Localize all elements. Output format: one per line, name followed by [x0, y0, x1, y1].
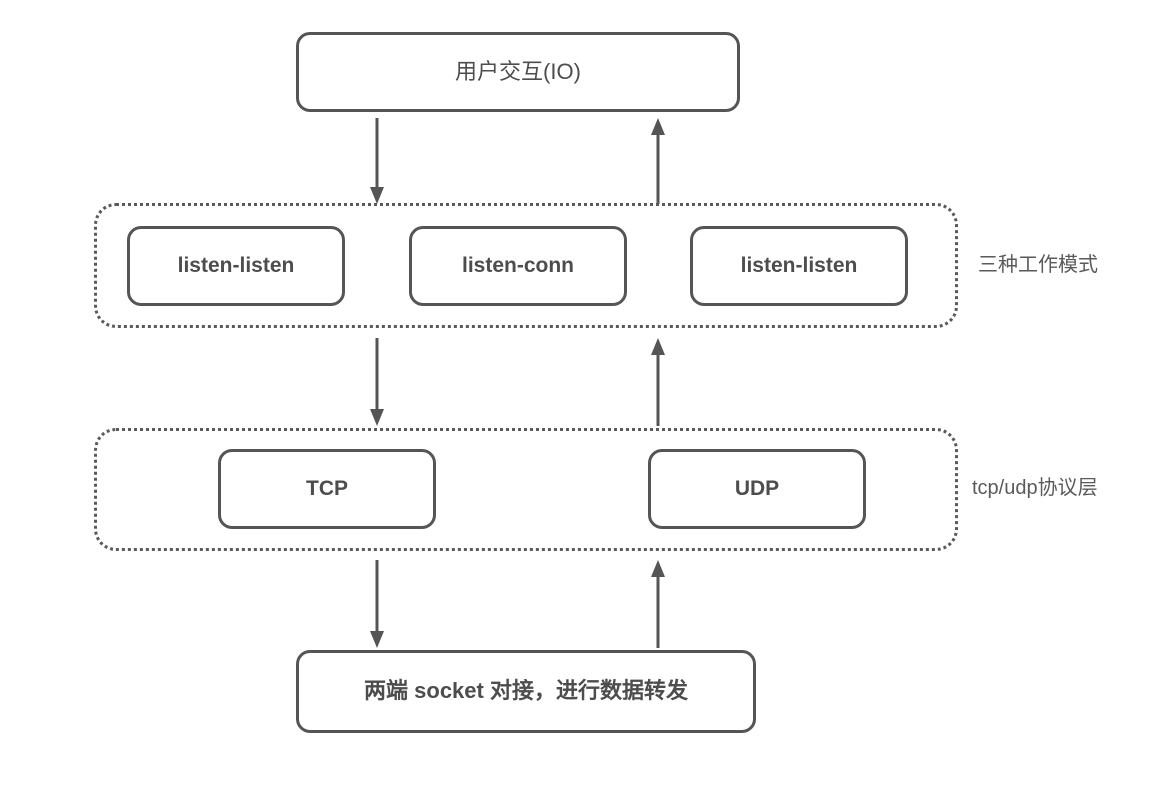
node-socket-forwarding-label: 两端 socket 对接，进行数据转发 [364, 678, 688, 704]
connector-modes-to-protocol [370, 338, 384, 426]
node-mode-listen-listen-left-label: listen-listen [177, 254, 295, 278]
connector-protocol-to-socket [370, 560, 384, 648]
group-protocol-layer-side-label: tcp/udp协议层 [972, 477, 1098, 499]
node-tcp-label: TCP [306, 477, 348, 501]
node-mode-listen-conn-label: listen-conn [461, 254, 574, 278]
connector-io-to-modes [370, 118, 384, 204]
node-mode-listen-listen-left[interactable]: listen-listen [127, 226, 345, 306]
node-socket-forwarding[interactable]: 两端 socket 对接，进行数据转发 [296, 650, 756, 733]
node-mode-listen-conn[interactable]: listen-conn [409, 226, 627, 306]
group-working-modes-side-label: 三种工作模式 [978, 254, 1098, 276]
node-user-interaction-io-label: 用户交互(IO) [455, 58, 581, 84]
connector-protocol-to-modes [651, 338, 665, 426]
group-working-modes [94, 203, 958, 328]
node-mode-listen-listen-right[interactable]: listen-listen [690, 226, 908, 306]
connector-modes-to-io [651, 118, 665, 204]
connector-socket-to-protocol [651, 560, 665, 648]
node-user-interaction-io[interactable]: 用户交互(IO) [296, 32, 740, 112]
group-protocol-layer [94, 428, 958, 551]
node-mode-listen-listen-right-label: listen-listen [740, 254, 858, 278]
node-tcp[interactable]: TCP [218, 449, 436, 529]
node-udp[interactable]: UDP [648, 449, 866, 529]
node-udp-label: UDP [734, 477, 780, 501]
